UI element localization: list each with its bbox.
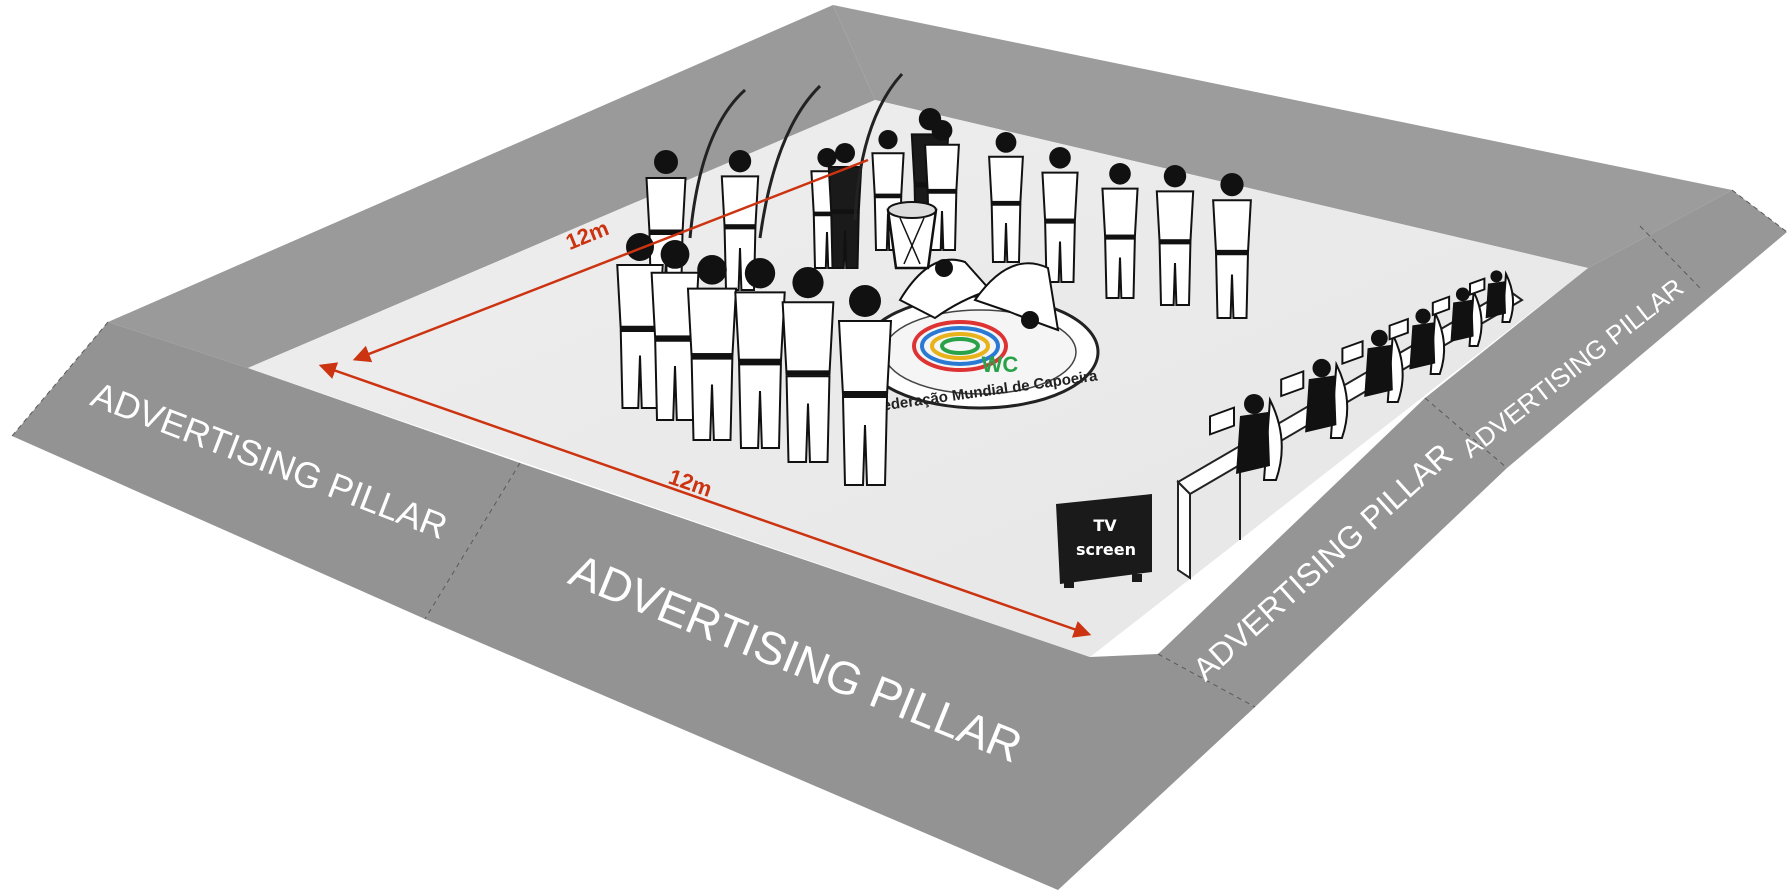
- judge: [1280, 358, 1349, 439]
- tv-screen-label-line2: screen: [1076, 540, 1136, 559]
- logo-letters: WC: [982, 352, 1019, 377]
- capoeira-figure: [1041, 147, 1079, 283]
- capoeira-figure: [924, 119, 960, 251]
- tv-screen-label-line1: TV: [1093, 516, 1117, 535]
- pillar-right-lower: [1158, 398, 1507, 707]
- atabaque-drum: [886, 201, 938, 270]
- judge: [1209, 394, 1283, 481]
- border-back-right: [833, 5, 1732, 268]
- judge: [1469, 270, 1515, 323]
- berimbau-instruments: [688, 72, 904, 239]
- capoeira-figure: [988, 132, 1024, 263]
- capoeira-players: [898, 258, 1060, 332]
- tv-screen-body: [1056, 494, 1152, 584]
- capoeira-figure: [1155, 165, 1195, 306]
- dimension-arrow-side: [352, 158, 869, 363]
- advertising-border: [11, 5, 1787, 890]
- berimbau-3: [853, 72, 904, 221]
- capoeira-figure: [1212, 173, 1252, 319]
- capoeira-figure: [827, 143, 863, 269]
- judge: [1341, 329, 1404, 403]
- pillar-right-upper: [1425, 190, 1787, 468]
- berimbau-1: [688, 88, 746, 239]
- border-back-left: [108, 5, 875, 368]
- judge: [1388, 308, 1446, 375]
- dimension-arrow-front: [318, 362, 1092, 638]
- judges-group: [1209, 270, 1515, 481]
- judge: [1431, 287, 1483, 347]
- capoeira-figure: [1101, 163, 1139, 299]
- berimbau-2: [758, 84, 822, 239]
